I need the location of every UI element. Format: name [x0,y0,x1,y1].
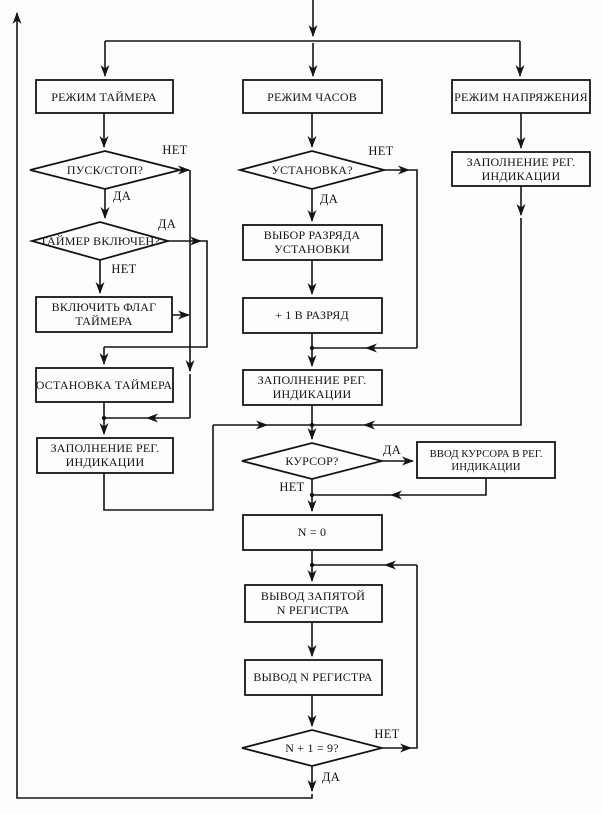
label-plus-one: + 1 В РАЗРЯД [275,308,349,322]
edge-setup-no-loop [409,169,418,348]
junction-dot [309,492,315,498]
edge-fillreg-left-out [103,425,214,511]
edge-labels: НЕТ ДА ДА НЕТ НЕТ ДА ДА НЕТ НЕТ ДА [111,143,401,784]
junction-dot [309,345,315,351]
label-select-digit-1: ВЫБОР РАЗРЯДА [264,228,361,242]
label-test-no: НЕТ [374,727,399,741]
decision-n-plus-one [241,729,383,767]
label-fill-reg-right-2: ИНДИКАЦИИ [482,169,561,183]
label-n-zero: N = 0 [298,525,326,539]
edge-cursor-input-return [444,478,487,496]
decision-setup [236,150,388,190]
label-startstop-no: НЕТ [162,143,187,157]
junction-dots [101,345,315,568]
process-box-timer-mode [35,79,174,114]
label-select-digit-2: УСТАНОВКИ [274,242,350,256]
process-box-output-comma [244,584,383,623]
label-start-stop: ПУСК/СТОП? [67,163,143,177]
flow-shapes [28,79,591,767]
decision-cursor [241,442,383,480]
label-output-register: ВЫВОД N РЕГИСТРА [253,670,372,684]
junction-dot [309,562,315,568]
label-fill-reg-mid-2: ИНДИКАЦИИ [273,387,352,401]
label-cursor-yes: ДА [383,443,401,457]
label-startstop-yes: ДА [113,189,131,203]
process-box-fill-reg-right [451,151,591,187]
process-box-set-flag [35,296,173,333]
decision-start-stop [29,150,181,190]
process-box-plus-one [242,297,383,334]
label-fill-reg-mid-1: ЗАПОЛНЕНИЕ РЕГ. [258,373,367,387]
node-labels: РЕЖИМ ТАЙМЕРА РЕЖИМ ЧАСОВ РЕЖИМ НАПРЯЖЕН… [36,90,588,755]
process-box-fill-reg-mid [242,369,383,406]
label-timeron-no: НЕТ [111,262,136,276]
label-test-yes: ДА [322,770,340,784]
edge-bottom-return [16,60,313,799]
junction-dot [101,415,107,421]
decision-timer-on [28,221,172,261]
process-box-fill-reg-left [36,437,174,474]
label-fill-reg-left-2: ИНДИКАЦИИ [66,455,145,469]
process-box-cursor-input [416,441,556,479]
label-timer-on: ТАЙМЕР ВКЛЮЧЕН? [40,234,160,248]
edge-timeron-yes-loop [104,240,208,348]
flow-connectors [12,0,526,799]
label-set-flag-2: ТАЙМЕРА [75,314,132,328]
label-cursor-no: НЕТ [279,480,304,494]
label-timer-mode: РЕЖИМ ТАЙМЕРА [51,90,157,104]
process-box-select-digit [242,224,383,261]
label-clock-mode: РЕЖИМ ЧАСОВ [267,90,357,104]
edge-test-no-loop [411,565,418,749]
label-cursor: КУРСОР? [285,454,338,468]
process-box-stop-timer [35,367,174,403]
label-stop-timer: ОСТАНОВКА ТАЙМЕРА [36,378,173,392]
label-voltage-mode: РЕЖИМ НАПРЯЖЕНИЯ [454,90,588,104]
process-box-clock-mode [242,79,383,114]
label-cursor-input-1: ВВОД КУРСОРА В РЕГ. [430,448,543,460]
label-n-plus-one: N + 1 = 9? [285,741,339,755]
label-fill-reg-right-1: ЗАПОЛНЕНИЕ РЕГ. [467,155,576,169]
process-box-n-zero [242,514,383,551]
label-fill-reg-left-1: ЗАПОЛНЕНИЕ РЕГ. [51,441,160,455]
label-setup: УСТАНОВКА? [271,163,352,177]
label-setup-yes: ДА [320,192,338,206]
process-box-output-register [244,659,383,696]
label-output-comma-2: N РЕГИСТРА [277,603,350,617]
label-cursor-input-2: ИНДИКАЦИИ [451,461,520,473]
label-timeron-yes: ДА [158,217,176,231]
label-set-flag-1: ВКЛЮЧИТЬ ФЛАГ [52,300,157,314]
junction-dot [309,422,315,428]
label-output-comma-1: ВЫВОД ЗАПЯТОЙ [261,589,365,603]
label-setup-no: НЕТ [368,144,393,158]
process-box-voltage-mode [451,79,591,114]
edge-right-long-drop [424,218,522,426]
